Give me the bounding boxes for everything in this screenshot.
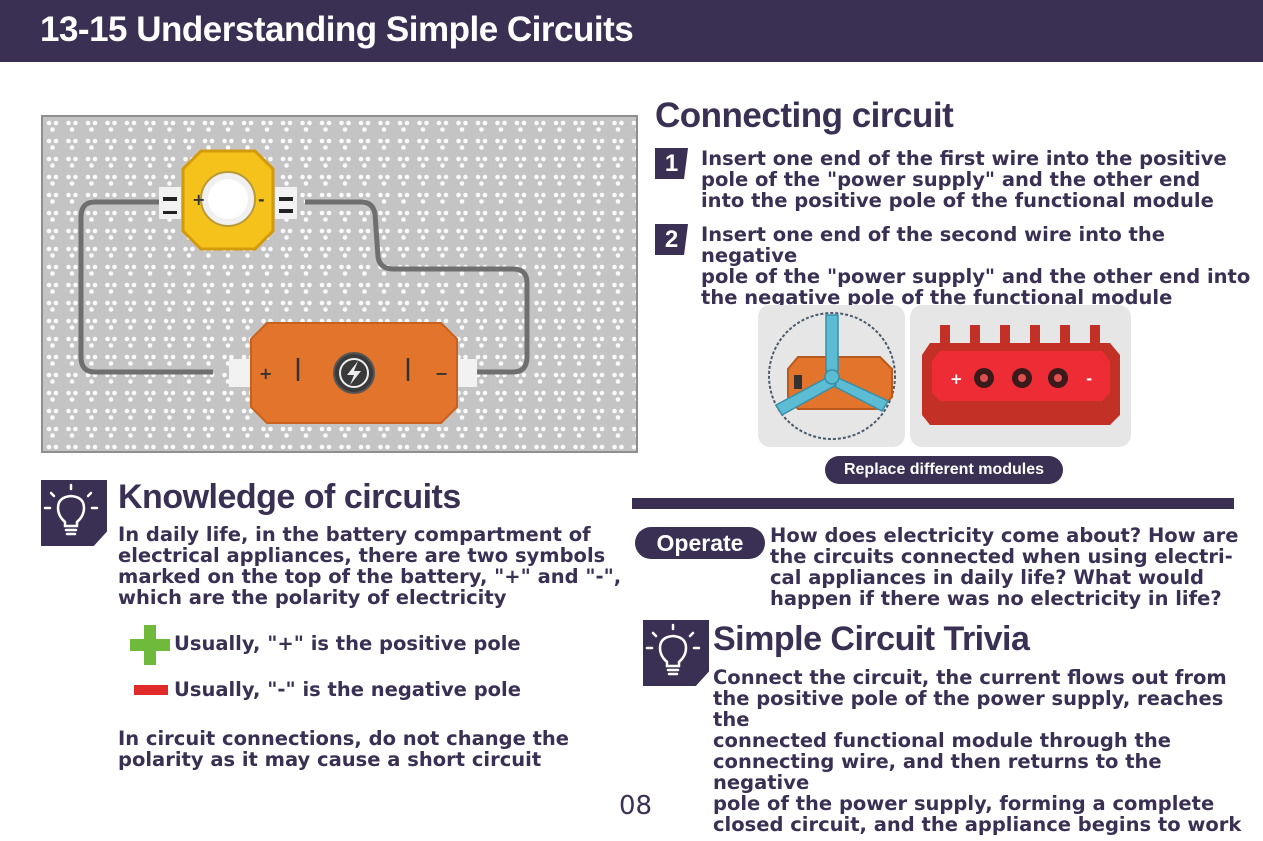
wire-connector xyxy=(275,187,297,219)
circuit-board-illustration: + - + − xyxy=(41,115,638,453)
positive-pole-text: Usually, "+" is the positive pole xyxy=(174,632,521,655)
negative-pole-icon xyxy=(134,685,168,695)
polarity-note: In circuit connections, do not change th… xyxy=(118,727,570,771)
card-minus-symbol: - xyxy=(1086,370,1092,388)
connecting-circuit-heading: Connecting circuit xyxy=(655,96,954,135)
positive-pole-icon xyxy=(130,625,170,665)
wire-connector xyxy=(159,187,181,219)
lightning-icon xyxy=(347,361,361,385)
lightbulb-icon xyxy=(645,623,701,676)
power-supply-module: + − xyxy=(250,322,458,424)
section-divider xyxy=(632,498,1234,509)
knowledge-bulb-badge xyxy=(41,480,107,546)
operate-questions: How does electricity come about? How are… xyxy=(770,524,1239,610)
red-led-module-card: + - xyxy=(910,305,1131,447)
trivia-text: Connect the circuit, the current flows o… xyxy=(713,666,1242,836)
power-plus-symbol: + xyxy=(259,364,272,383)
operate-label: Operate xyxy=(635,527,765,559)
step-2-badge: 2 xyxy=(655,224,688,255)
step-2-text: Insert one end of the second wire into t… xyxy=(701,223,1251,309)
page-number: 08 xyxy=(619,791,653,821)
negative-pole-text: Usually, "-" is the negative pole xyxy=(174,678,521,701)
module-plus-symbol: + xyxy=(192,190,205,209)
page-header: 13-15 Understanding Simple Circuits xyxy=(0,0,1263,62)
lightbulb-icon xyxy=(43,483,99,536)
trivia-bulb-badge xyxy=(643,620,709,686)
step-1-badge: 1 xyxy=(655,148,688,179)
knowledge-heading: Knowledge of circuits xyxy=(118,478,461,516)
yellow-light-module: + - xyxy=(181,149,275,251)
module-minus-symbol: - xyxy=(258,190,265,209)
knowledge-intro: In daily life, in the battery compartmen… xyxy=(118,523,622,609)
fan-module-card xyxy=(758,305,905,447)
power-minus-symbol: − xyxy=(435,364,448,383)
replace-modules-label: Replace different modules xyxy=(825,456,1063,484)
card-plus-symbol: + xyxy=(950,370,963,388)
trivia-heading: Simple Circuit Trivia xyxy=(713,620,1030,658)
step-1-text: Insert one end of the first wire into th… xyxy=(701,147,1227,212)
page-title: 13-15 Understanding Simple Circuits xyxy=(40,10,634,49)
